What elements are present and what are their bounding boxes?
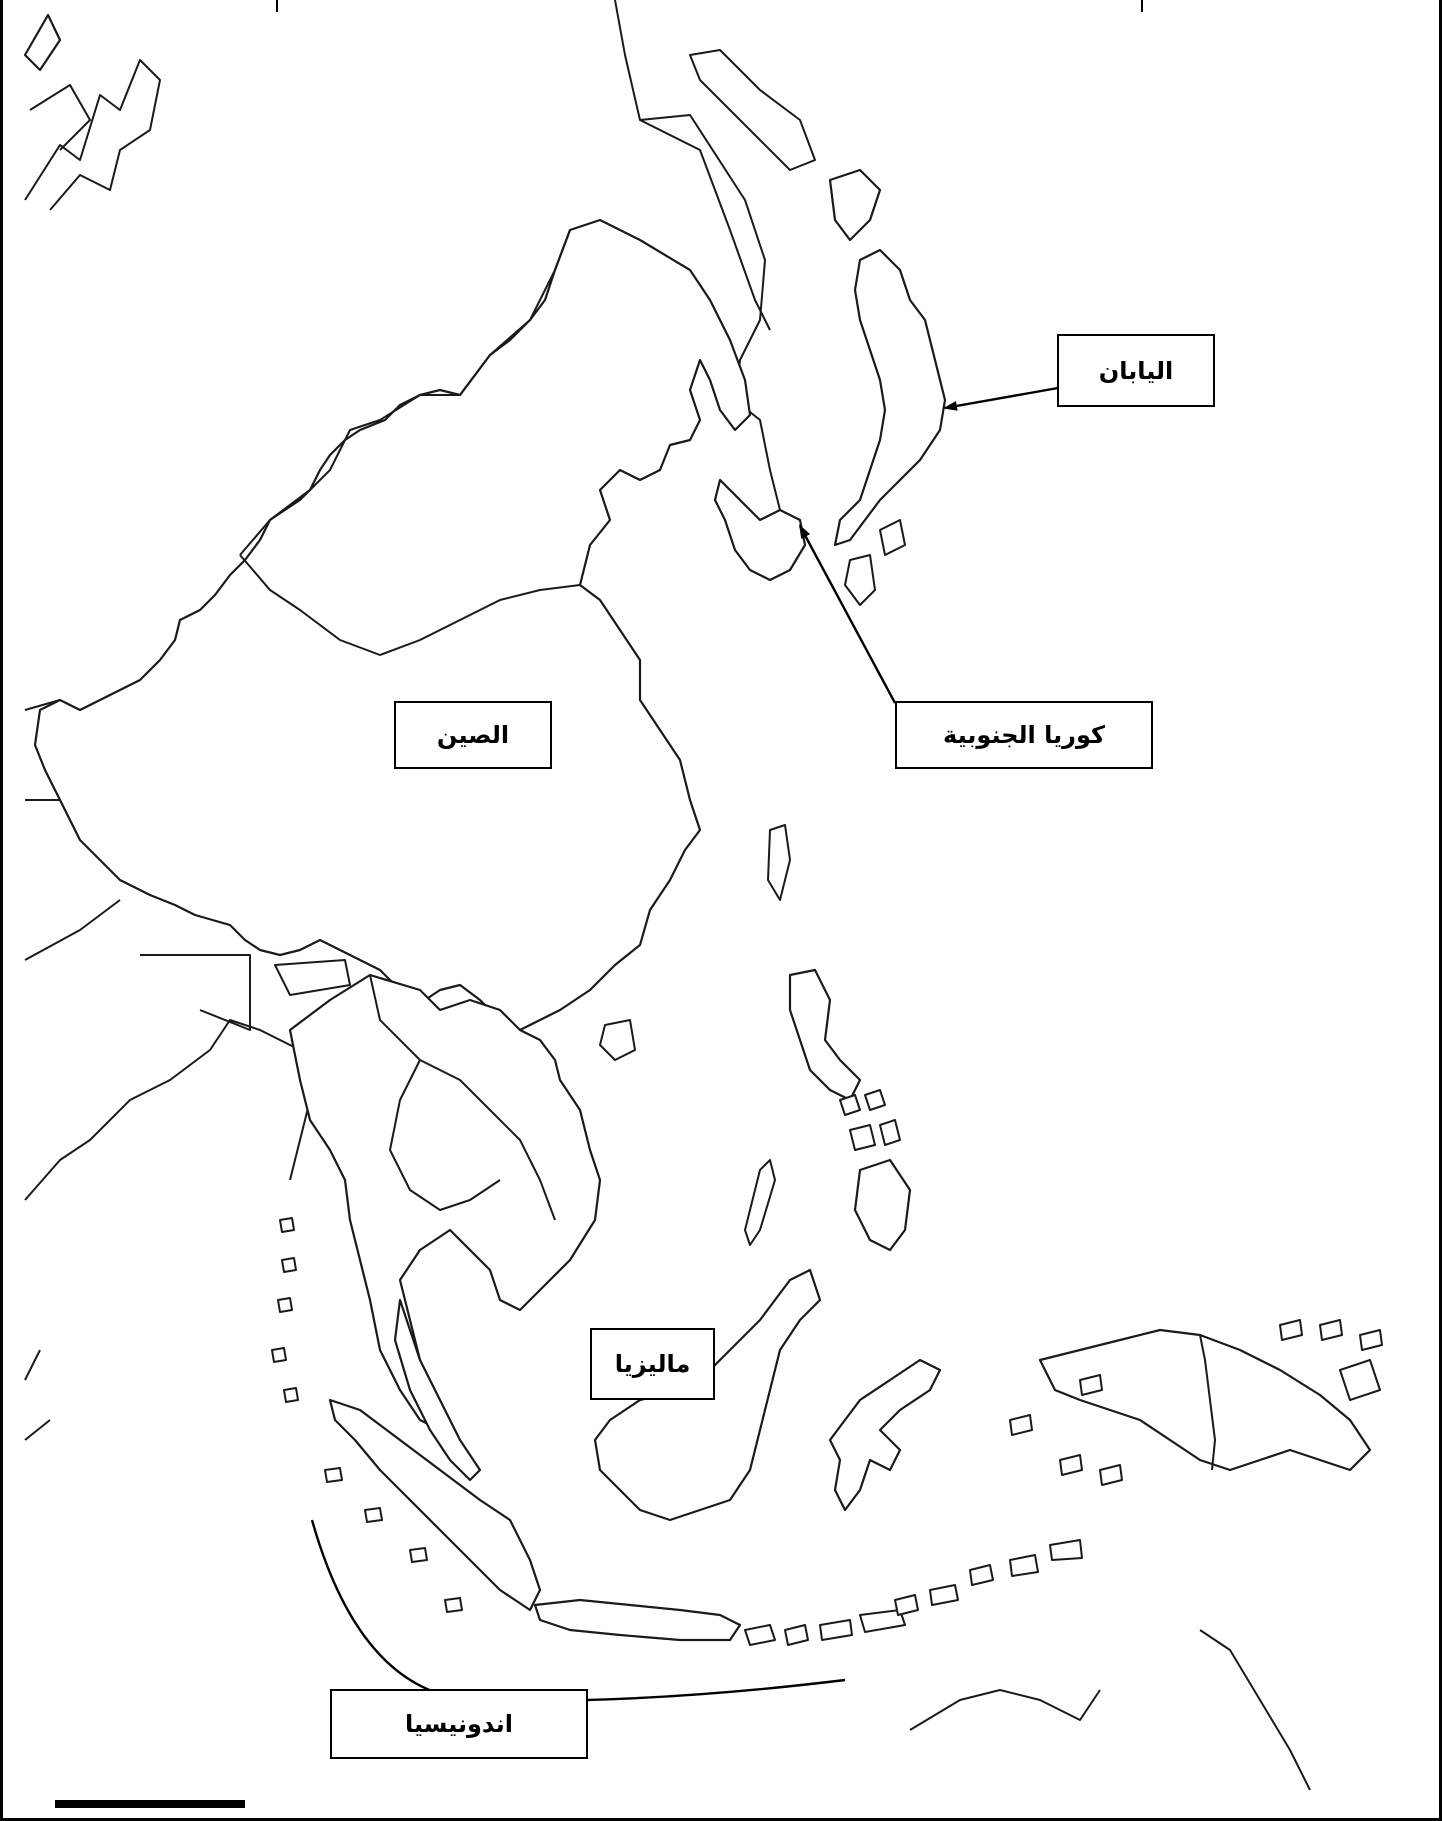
sumatra-west-islands xyxy=(324,1467,463,1613)
sumatra xyxy=(328,1398,542,1612)
japan-shikoku xyxy=(879,519,906,556)
lesser-sunda-islands xyxy=(744,1319,1383,1646)
russia-fragment-1 xyxy=(23,13,62,72)
japan-arrow xyxy=(943,386,1059,411)
malay-peninsula xyxy=(393,1298,482,1482)
label-south-korea: كوريا الجنوبية xyxy=(895,701,1153,769)
japan-honshu xyxy=(833,248,947,547)
australia-north-coast xyxy=(909,1629,1311,1791)
philippines-small-islands xyxy=(839,1089,901,1151)
label-malaysia: ماليزيا xyxy=(590,1328,715,1400)
china-mainland xyxy=(33,218,752,1032)
andaman-islands xyxy=(271,1217,299,1403)
russia-coast-top-left xyxy=(24,59,161,211)
russia-coast-east xyxy=(639,119,771,331)
label-indonesia: اندونيسيا xyxy=(330,1689,588,1759)
new-guinea xyxy=(1038,1328,1372,1472)
scale-bar xyxy=(55,1800,245,1808)
philippines-mindanao xyxy=(853,1158,912,1252)
label-china: الصين xyxy=(394,701,552,769)
china-west-border xyxy=(24,699,61,801)
label-japan: اليابان xyxy=(1057,334,1215,407)
indochina xyxy=(288,973,602,1432)
hainan xyxy=(599,1019,636,1061)
russia-coast-2 xyxy=(29,84,91,151)
japan-hokkaido xyxy=(828,168,882,242)
philippines-luzon xyxy=(788,968,862,1102)
korean-peninsula xyxy=(713,478,807,582)
india-east-coast xyxy=(24,1349,51,1441)
java xyxy=(533,1598,742,1642)
mongolia-south xyxy=(239,554,581,656)
taiwan xyxy=(767,824,791,901)
frame-tick-right xyxy=(1141,0,1143,12)
indochina-internal xyxy=(369,974,556,1221)
south-asia-borders xyxy=(24,899,351,1201)
frame-tick-left xyxy=(276,0,278,12)
philippines-palawan xyxy=(744,1159,776,1246)
south-korea-arrow xyxy=(798,524,897,704)
japan-kyushu xyxy=(844,554,876,606)
mongolia-border xyxy=(239,229,571,556)
sulawesi xyxy=(828,1358,942,1512)
png-indonesia-border xyxy=(1199,1334,1216,1471)
sakhalin xyxy=(689,49,816,171)
